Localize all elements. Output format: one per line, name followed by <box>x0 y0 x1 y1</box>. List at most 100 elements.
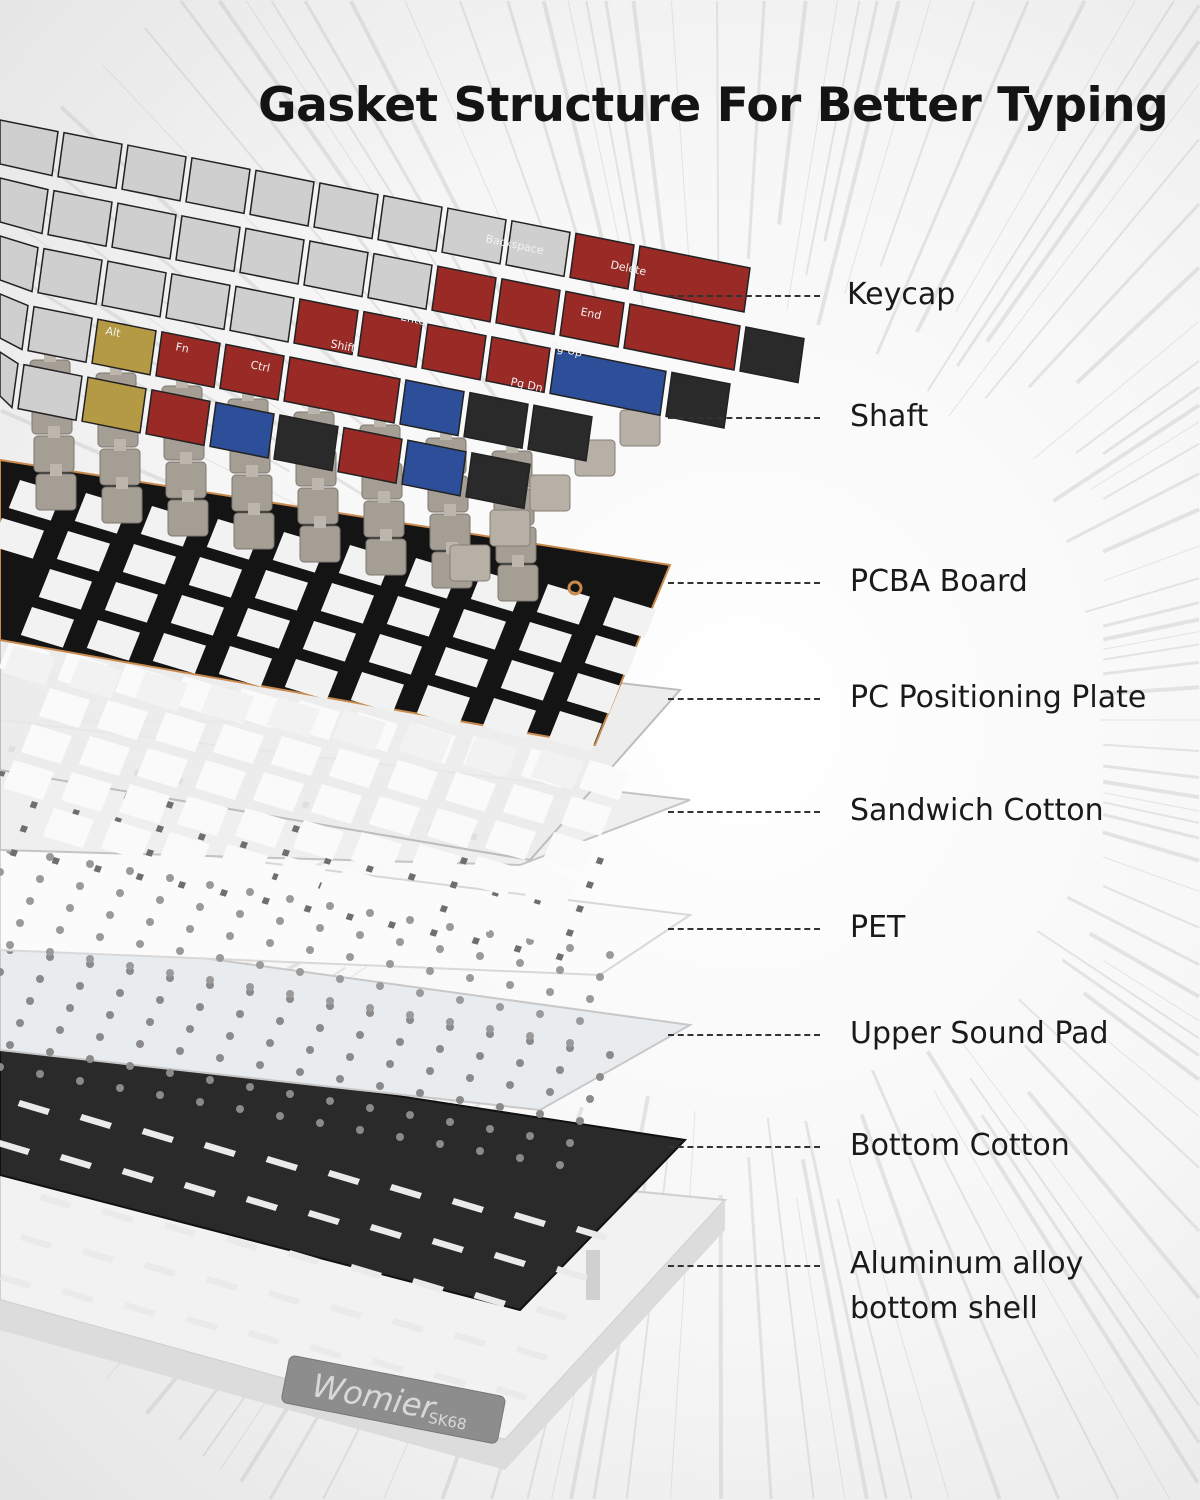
pet-hole <box>116 889 124 897</box>
keycap <box>185 156 251 215</box>
keycap <box>111 202 177 260</box>
keycap <box>0 119 59 177</box>
pet-hole <box>26 897 34 905</box>
pcb-switch-cutout <box>416 685 470 726</box>
pc-plate-cutout <box>524 868 576 908</box>
pet-hole <box>396 938 404 946</box>
sandwich-cotton-hole <box>345 913 354 921</box>
pc-plate-cutout <box>368 796 420 836</box>
pcb-switch-cutout <box>350 672 404 713</box>
background-streak <box>1103 643 1200 661</box>
background-streak <box>955 4 1200 367</box>
pc-plate-cutout <box>310 784 362 824</box>
pcb-switch-cutout <box>530 749 584 790</box>
bottom-cotton-slot <box>329 1304 362 1319</box>
sound-pad-hole <box>416 1089 424 1097</box>
background-streak <box>777 0 808 225</box>
background-streak <box>766 1118 815 1500</box>
pet-hole <box>126 867 134 875</box>
pc-plate-cutout <box>96 700 148 740</box>
bottom-cotton-slot <box>79 1114 112 1129</box>
keycap <box>549 348 667 417</box>
keycap <box>219 343 285 401</box>
pcb-switch-cutout <box>86 620 140 661</box>
pcb-switch-cutout <box>122 544 176 585</box>
pcb-switch-cutout <box>464 736 518 777</box>
sound-pad-hole <box>16 1019 24 1027</box>
keycap-legend: End <box>579 305 602 322</box>
sound-pad-hole <box>436 1140 444 1148</box>
keycap <box>165 272 231 331</box>
switch-housing <box>101 486 143 524</box>
pc-plate-cutout <box>466 856 518 896</box>
pc-plate-cutout <box>448 892 500 932</box>
keycap <box>37 247 103 306</box>
sound-pad-hole <box>286 1090 294 1098</box>
pet-hole <box>456 996 464 1004</box>
switch-housing <box>35 473 77 511</box>
pcb-switch-cutout <box>302 621 356 662</box>
pet-hole <box>286 895 294 903</box>
background-streak <box>844 0 931 295</box>
sound-pad-hole <box>0 1063 4 1071</box>
background-streak <box>805 0 861 276</box>
background-streak <box>870 1069 1061 1500</box>
sound-pad-hole <box>466 1074 474 1082</box>
pcb-switch-cutout <box>20 607 74 648</box>
bottom-cotton-slot <box>185 1316 218 1331</box>
pet-hole <box>136 940 144 948</box>
label-pet: PET <box>850 910 906 945</box>
bottom-cotton-slot <box>389 1184 422 1199</box>
pc-plate-cutout <box>78 736 130 776</box>
sound-pad-hole <box>536 1110 544 1118</box>
sound-pad-hole <box>106 1011 114 1019</box>
background-streak <box>459 0 555 261</box>
bottom-cotton-slot <box>391 1318 424 1333</box>
sandwich-cotton-hole <box>239 841 248 849</box>
sandwich-cotton-hole <box>135 873 144 881</box>
pc-plate-cutout <box>234 808 286 848</box>
bottom-cotton-slot <box>265 1156 298 1171</box>
pet-hole <box>506 981 514 989</box>
keycap <box>357 310 423 369</box>
background-streak <box>1102 779 1200 800</box>
pet-hole <box>86 860 94 868</box>
background-streak <box>1052 403 1200 503</box>
pc-plate-cutout <box>274 856 326 896</box>
pet-hole <box>16 919 24 927</box>
switch-stem <box>246 465 258 477</box>
label-keycap: Keycap <box>847 277 956 312</box>
background-streak <box>1103 743 1200 752</box>
pet-hole <box>96 933 104 941</box>
sound-pad-hole <box>116 1084 124 1092</box>
background-streak <box>1075 360 1200 454</box>
sound-pad-hole <box>316 1119 324 1127</box>
keycap <box>495 277 561 336</box>
keycap <box>101 260 167 318</box>
sound-pad-hole <box>276 1112 284 1120</box>
keycap <box>431 265 497 323</box>
leader-line-keycap <box>668 295 820 297</box>
sandwich-cotton-hole <box>155 825 164 833</box>
sound-pad-hole <box>256 1061 264 1069</box>
sandwich-cotton-hole <box>291 825 300 833</box>
background-streak <box>1066 472 1200 543</box>
pet-hole <box>6 941 14 949</box>
leader-line-pet <box>668 928 820 930</box>
pet-hole <box>536 1010 544 1018</box>
pcb-switch-cutout <box>236 608 290 649</box>
sound-pad-hole <box>266 1039 274 1047</box>
sound-pad-hole <box>426 1067 434 1075</box>
sound-pad-hole <box>216 1054 224 1062</box>
sandwich-cotton-hole <box>51 857 60 865</box>
pc-plate-cutout <box>350 832 402 872</box>
sound-pad-hole <box>336 1075 344 1083</box>
pc-plate-cutout <box>506 904 558 944</box>
sound-pad-hole <box>526 1132 534 1140</box>
pc-plate-cutout <box>216 844 268 884</box>
keycap <box>401 439 467 497</box>
bottom-cotton-slot <box>19 1234 53 1249</box>
switch-floating <box>619 409 661 447</box>
sound-pad-hole <box>236 1010 244 1018</box>
background-streak <box>1027 202 1200 389</box>
